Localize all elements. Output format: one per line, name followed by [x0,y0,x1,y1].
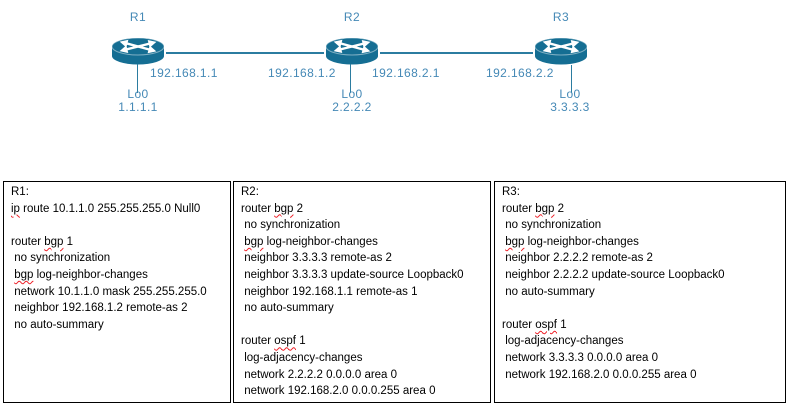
loopback-stub-r1 [137,64,138,93]
config-line: no synchronization [14,252,111,265]
config-line [11,217,226,234]
ip-label-link2-right: 192.168.2.2 [486,66,554,80]
config-line: ip route 10.1.1.0 255.255.255.0 Null0 [11,202,201,215]
config-line: router bgp 2 [241,202,304,215]
loopback-label-r3: Lo0 [559,87,581,101]
loopback-label-r1: Lo0 [127,87,149,101]
config-line: log-adjacency-changes [244,351,363,364]
router-r3-name: R3 [552,10,570,24]
config-line: network 2.2.2.2 0.0.0.0 area 0 [244,368,398,381]
config-line: router bgp 1 [11,235,74,248]
config-line: network 192.168.2.0 0.0.0.255 area 0 [505,368,697,381]
loopback-label-r2: Lo0 [341,87,363,101]
config-line: neighbor 2.2.2.2 remote-as 2 [505,252,653,265]
config-line: bgp log-neighbor-changes [505,235,639,248]
config-line: network 3.3.3.3 0.0.0.0 area 0 [505,351,659,364]
config-line: no auto-summary [14,318,104,331]
config-line [502,300,781,317]
loopback-stub-r3 [571,65,572,93]
misspelled-word: bgp [535,202,555,215]
misspelled-word: bgp [274,202,294,215]
misspelled-word: bgp [14,268,34,281]
router-icon [325,37,379,65]
config-line: R3: [502,186,520,198]
misspelled-word: bgp [505,235,525,248]
loopback-stub-r2 [350,64,351,93]
misspelled-word: ip [11,202,20,215]
config-line: R1: [11,186,29,198]
config-line: neighbor 2.2.2.2 update-source Loopback0 [505,268,725,281]
config-line: network 10.1.1.0 mask 255.255.255.0 [14,285,207,298]
misspelled-word: bgp [44,235,64,248]
config-line: no synchronization [244,219,341,232]
config-line: router ospf 1 [241,335,306,348]
config-line: bgp log-neighbor-changes [14,268,148,281]
misspelled-word: ospf [535,318,557,331]
misspelled-word: ospf [274,335,296,348]
router-r1-name: R1 [129,10,147,24]
config-line: neighbor 192.168.1.2 remote-as 2 [14,302,188,315]
ip-label-link2-left: 192.168.2.1 [372,66,440,80]
router-r2-name: R2 [343,10,361,24]
loopback-ip-r2: 2.2.2.2 [332,100,372,114]
config-box-r3: R3: router bgp 2 no synchronization bgp l… [494,181,786,403]
misspelled-word: bgp [244,235,264,248]
config-box-r1: R1: ip route 10.1.1.0 255.255.255.0 Null0… [3,181,231,403]
config-line: R2: [241,186,259,198]
ip-label-link1-left: 192.168.1.1 [150,66,218,80]
config-box-r2: R2: router bgp 2 no synchronization bgp l… [233,181,491,403]
loopback-ip-r3: 3.3.3.3 [550,100,590,114]
config-line: log-adjacency-changes [505,335,624,348]
config-line: neighbor 3.3.3.3 remote-as 2 [244,252,392,265]
config-line: network 192.168.2.0 0.0.0.255 area 0 [244,385,436,398]
config-line: router bgp 2 [502,202,565,215]
config-line: bgp log-neighbor-changes [244,235,378,248]
config-line [241,317,486,334]
loopback-ip-r1: 1.1.1.1 [118,100,158,114]
router-icon [534,37,588,65]
config-line: no synchronization [505,219,602,232]
config-line: neighbor 192.168.1.1 remote-as 1 [244,285,418,298]
config-line: no auto-summary [505,285,595,298]
config-line: no auto-summary [244,302,334,315]
link-r1-r2 [166,52,324,54]
config-line: router ospf 1 [502,318,567,331]
ip-label-link1-right: 192.168.1.2 [268,66,336,80]
config-line: neighbor 3.3.3.3 update-source Loopback0 [244,268,464,281]
router-icon [111,37,165,65]
link-r2-r3 [380,52,533,54]
